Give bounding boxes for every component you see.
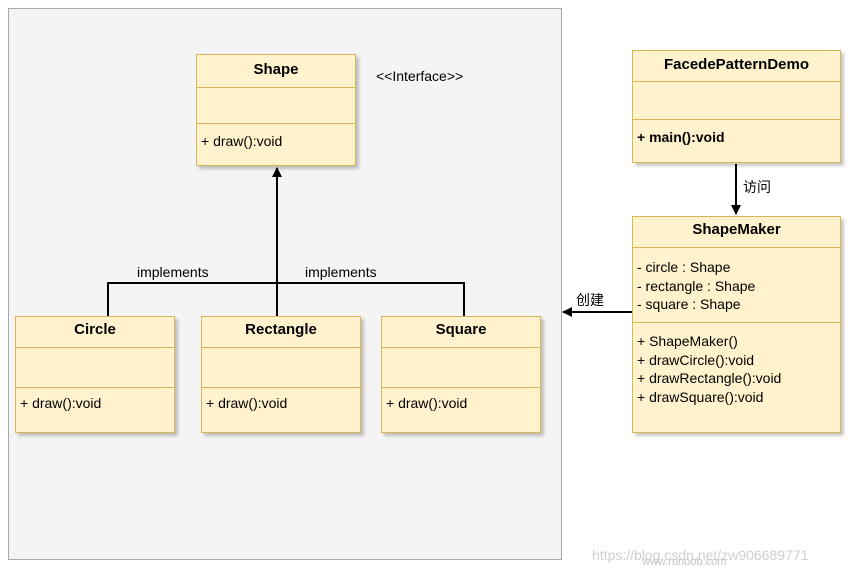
shape-maker-attributes-separator <box>633 322 840 323</box>
visit-label: 访问 <box>743 179 771 195</box>
facade-demo-class-name: FacedePatternDemo <box>663 56 810 73</box>
square-name-separator <box>382 347 540 348</box>
shape-maker-operations: + ShapeMaker() + drawCircle():void + dra… <box>637 332 838 406</box>
facade-demo-attributes-separator <box>633 119 840 120</box>
facade-demo-name-separator <box>633 81 840 82</box>
rectangle-attributes-separator <box>202 387 360 388</box>
implements-label-left: implements <box>137 264 209 280</box>
shape-attributes-separator <box>197 123 355 124</box>
shape-maker-attribute: - circle : Shape <box>637 259 731 275</box>
facade-demo-operation: + main():void <box>637 129 725 145</box>
rectangle-class-name: Rectangle <box>245 321 317 338</box>
interface-stereotype-label: <<Interface>> <box>376 68 464 84</box>
rectangle-operation: + draw():void <box>206 395 288 411</box>
shape-maker-operation: + drawCircle():void <box>637 351 755 368</box>
shape-maker-operation: + drawSquare():void <box>637 388 764 405</box>
shape-maker-attribute: - square : Shape <box>637 296 741 312</box>
shape-maker-name-separator <box>633 247 840 248</box>
watermark-url: https://blog.csdn.net/zw906689771 <box>592 547 809 563</box>
circle-operations: + draw():void <box>20 394 172 413</box>
shape-maker-attribute: - rectangle : Shape <box>637 277 756 294</box>
facade-demo-class-box[interactable]: FacedePatternDemo + main():void <box>632 50 841 163</box>
circle-class-box[interactable]: Circle + draw():void <box>15 316 175 433</box>
square-class-box[interactable]: Square + draw():void <box>381 316 541 433</box>
shape-maker-attributes: - circle : Shape - rectangle : Shape - s… <box>637 258 838 314</box>
circle-name-separator <box>16 347 174 348</box>
shape-maker-operation: + drawRectangle():void <box>637 370 782 386</box>
rectangle-operations: + draw():void <box>206 394 358 413</box>
circle-operation: + draw():void <box>20 395 102 411</box>
shape-operations: + draw():void <box>201 132 353 151</box>
facade-demo-operations: + main():void <box>637 128 838 147</box>
square-operation: + draw():void <box>386 395 468 411</box>
rectangle-class-box[interactable]: Rectangle + draw():void <box>201 316 361 433</box>
circle-attributes-separator <box>16 387 174 388</box>
square-attributes-separator <box>382 387 540 388</box>
shape-maker-class-box[interactable]: ShapeMaker - circle : Shape - rectangle … <box>632 216 841 433</box>
square-class-name: Square <box>435 321 487 338</box>
shape-maker-operation: + ShapeMaker() <box>637 333 738 349</box>
watermark-site: www.runoob.com <box>642 556 727 568</box>
shape-class-name: Shape <box>253 61 299 78</box>
shape-class-box[interactable]: Shape + draw():void <box>196 54 356 166</box>
shape-operation: + draw():void <box>201 133 283 149</box>
circle-class-name: Circle <box>74 321 116 338</box>
rectangle-name-separator <box>202 347 360 348</box>
implements-label-right: implements <box>305 264 377 280</box>
create-label: 创建 <box>576 292 604 308</box>
square-operations: + draw():void <box>386 394 538 413</box>
shape-name-separator <box>197 87 355 88</box>
shape-maker-class-name: ShapeMaker <box>692 221 781 238</box>
